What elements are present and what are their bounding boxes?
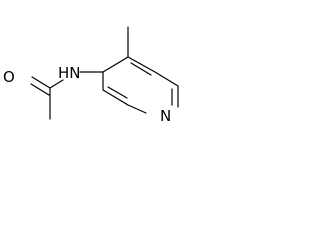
ring-nitrogen-label: N: [160, 107, 171, 125]
bonds: [30, 26, 179, 120]
carbonyl-bond: [31, 76, 51, 89]
atom-labels: HN O N: [3, 64, 171, 125]
structure-canvas: HN O N: [0, 0, 191, 145]
amide-nitrogen-label: HN: [58, 64, 81, 82]
chemical-structure-diagram: HN O N: [3, 26, 179, 125]
amide-n-carbonyl-bond: [49, 79, 64, 89]
ring-bond-c4-c5: [127, 56, 156, 73]
ring-bond-c2-c3: [102, 89, 129, 106]
ring-bond-c4-c5-inner: [130, 62, 152, 76]
carbonyl-oxygen-label: O: [3, 68, 15, 86]
ring-bond-c3-c4: [102, 56, 129, 73]
ring-bond-c5-c6: [154, 71, 179, 87]
ring-bond-n-c2: [127, 104, 147, 114]
carbonyl-bond-double: [30, 83, 50, 96]
ring-bond-c2-c3-inner: [107, 86, 128, 99]
